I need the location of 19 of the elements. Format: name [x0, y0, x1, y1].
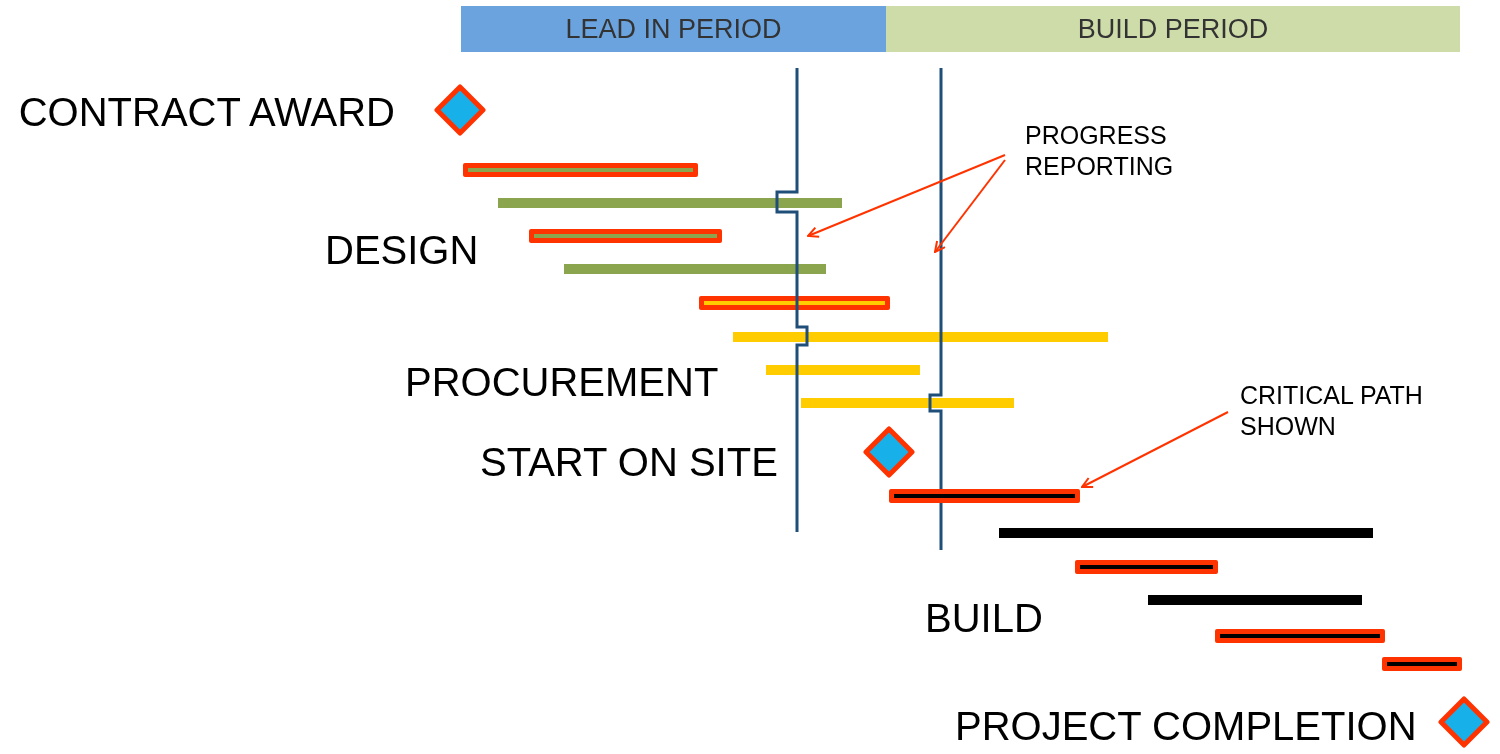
phase-label: BUILD — [925, 598, 1043, 638]
progress-line — [775, 68, 809, 532]
milestone-diamond — [1438, 696, 1490, 748]
milestone-label: CONTRACT AWARD — [17, 92, 395, 132]
period-band: LEAD IN PERIOD — [461, 6, 886, 52]
callout-text: CRITICAL PATH SHOWN — [1240, 380, 1450, 443]
milestone-diamond — [863, 426, 915, 478]
leader-arrow — [1081, 411, 1229, 488]
period-band: BUILD PERIOD — [886, 6, 1460, 52]
critical-task-bar — [889, 489, 1080, 503]
phase-label: DESIGN — [325, 230, 479, 270]
milestone-diamond — [434, 84, 486, 136]
phase-label: START ON SITE — [480, 442, 778, 482]
leader-arrow — [807, 154, 1006, 238]
milestone-label: PROJECT COMPLETION — [955, 706, 1413, 746]
progress-line — [928, 68, 943, 550]
phase-label: PROCUREMENT — [405, 362, 719, 402]
callout-text: PROGRESS REPORTING — [1025, 120, 1195, 183]
leader-arrow — [934, 159, 1006, 253]
